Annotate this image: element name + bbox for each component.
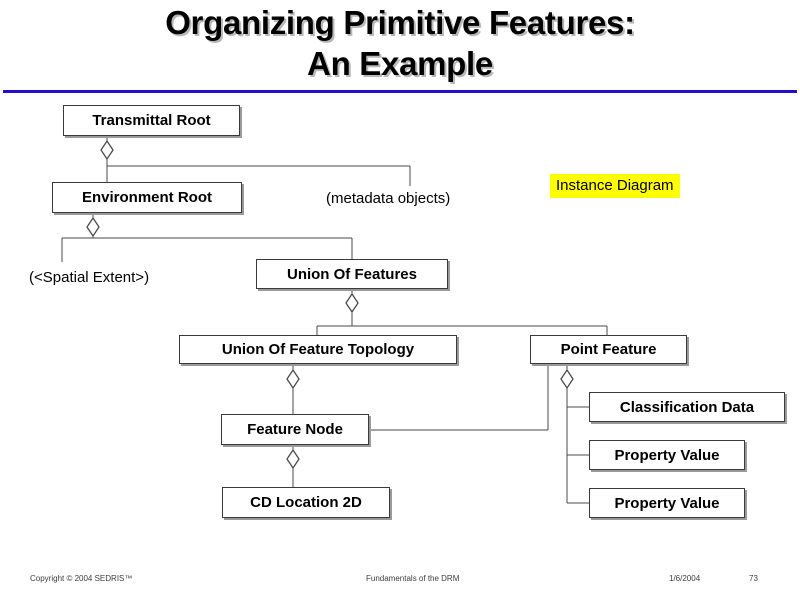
aggregation-diamond xyxy=(86,216,100,238)
node-classification-data[interactable]: Classification Data xyxy=(589,392,785,422)
node-transmittal-root[interactable]: Transmittal Root xyxy=(63,105,240,136)
node-property-value-1[interactable]: Property Value xyxy=(589,440,745,470)
instance-diagram-caption: Instance Diagram xyxy=(550,174,680,198)
footer-subject: Fundamentals of the DRM xyxy=(366,574,460,583)
aggregation-diamond xyxy=(286,448,300,470)
aggregation-diamond xyxy=(100,139,114,161)
node-property-value-2[interactable]: Property Value xyxy=(589,488,745,518)
aggregation-diamond xyxy=(345,292,359,314)
node-union-of-feature-topology[interactable]: Union Of Feature Topology xyxy=(179,335,457,364)
node-cd-location-2d[interactable]: CD Location 2D xyxy=(222,487,390,518)
footer-copyright: Copyright © 2004 SEDRIS™ xyxy=(30,574,133,583)
page-title: Organizing Primitive Features: An Exampl… xyxy=(165,4,635,82)
node-point-feature[interactable]: Point Feature xyxy=(530,335,687,364)
annotation-metadata-objects: (metadata objects) xyxy=(326,190,451,207)
footer-page-number: 73 xyxy=(749,574,758,583)
annotation-spatial-extent: (<Spatial Extent>) xyxy=(29,269,150,286)
aggregation-diamond xyxy=(286,368,300,390)
node-union-of-features[interactable]: Union Of Features xyxy=(256,259,448,289)
node-environment-root[interactable]: Environment Root xyxy=(52,182,242,213)
aggregation-diamond xyxy=(560,368,574,390)
title-divider-rule xyxy=(3,90,797,93)
footer-date: 1/6/2004 xyxy=(669,574,701,583)
node-feature-node[interactable]: Feature Node xyxy=(221,414,369,445)
